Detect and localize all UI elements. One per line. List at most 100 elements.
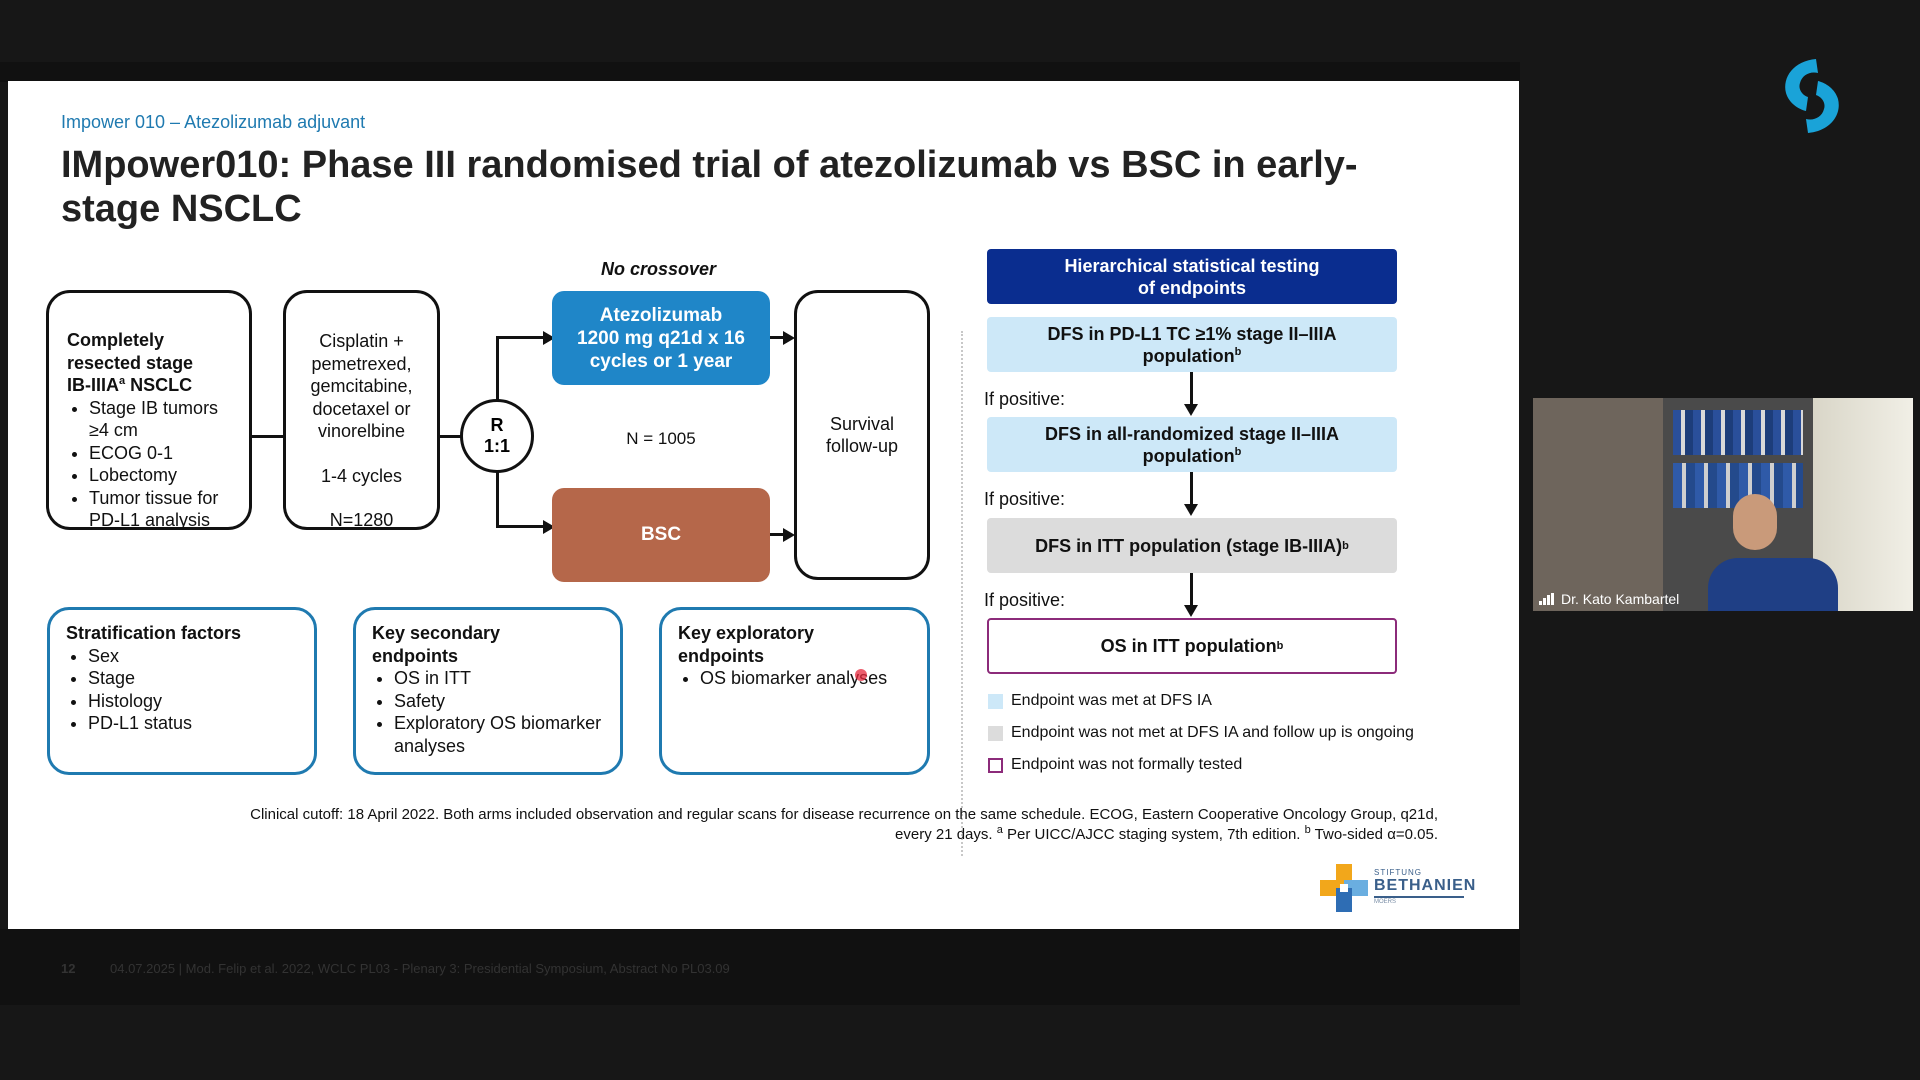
eligibility-heading: Completely resected stage IB-IIIAa NSCLC <box>67 329 239 397</box>
video-cabinet <box>1533 398 1663 611</box>
arrow-to-followup <box>783 331 795 345</box>
exploratory-endpoints-box: Key exploratory endpoints OS biomarker a… <box>659 607 930 775</box>
screen-top-band <box>0 62 1520 82</box>
step2-line2: populationb <box>1143 445 1242 467</box>
chemo-line2: pemetrexed, <box>311 353 412 374</box>
brand-underline <box>1374 896 1464 898</box>
footnote-sup-b: b <box>1304 824 1311 836</box>
branch-line-down <box>496 472 499 528</box>
legend-label-met: Endpoint was met at DFS IA <box>1011 692 1212 709</box>
secondary-endpoints-box: Key secondary endpoints OS in ITT Safety… <box>353 607 623 775</box>
exploratory-list: OS biomarker analyses <box>678 667 911 690</box>
list-item: OS in ITT <box>394 667 604 690</box>
hierarchy-line <box>1190 573 1193 606</box>
n-randomized: N = 1005 <box>626 429 696 448</box>
list-item: Lobectomy <box>89 464 239 487</box>
brand-small: STIFTUNG <box>1374 868 1422 877</box>
footnote-part-c: Two-sided α=0.05. <box>1310 826 1438 843</box>
list-item: Stage IB tumors ≥4 cm <box>89 397 239 442</box>
list-item: Tumor tissue for PD-L1 analysis <box>89 487 239 532</box>
stratification-list: Sex Stage Histology PD-L1 status <box>66 645 298 735</box>
step1-sup: b <box>1234 345 1242 358</box>
legend-swatch-met <box>988 694 1003 709</box>
bethanien-logo: STIFTUNG BETHANIEN MOERS <box>1318 862 1478 914</box>
legend-label-not-tested: Endpoint was not formally tested <box>1011 756 1243 773</box>
if-positive-label: If positive: <box>984 590 1066 610</box>
step3-text: DFS in ITT population (stage IB-IIIA) <box>1035 535 1343 556</box>
footer-citation: 04.07.2025 | Mod. Felip et al. 2022, WCL… <box>110 961 730 976</box>
stratification-heading: Stratification factors <box>66 623 242 643</box>
hierarchy-header: Hierarchical statistical testing of endp… <box>987 249 1397 304</box>
chemo-line1: Cisplatin + <box>319 331 404 351</box>
branch-line-up <box>496 336 499 400</box>
laser-pointer <box>855 669 867 681</box>
participant-name: Dr. Kato Kambartel <box>1561 591 1680 607</box>
hierarchy-arrow <box>1184 504 1198 516</box>
if-positive-label: If positive: <box>984 389 1066 409</box>
stratification-box: Stratification factors Sex Stage Histolo… <box>47 607 317 775</box>
app-logo-icon <box>1776 53 1848 144</box>
bethanien-cross-icon <box>1320 864 1368 912</box>
survival-followup-box: Survival follow-up <box>794 290 930 580</box>
list-item: OS biomarker analyses <box>700 667 911 690</box>
eligibility-nsclc: NSCLC <box>125 375 193 395</box>
branch-line-top <box>496 336 543 339</box>
secondary-heading: Key secondary endpoints <box>372 623 501 666</box>
list-item: Safety <box>394 690 604 713</box>
list-item: Sex <box>88 645 298 668</box>
screen-bottom-band <box>0 929 1520 1005</box>
footnote-sup-a: a <box>996 824 1003 836</box>
step1-population: population <box>1142 345 1235 366</box>
randomization-ratio: 1:1 <box>483 436 510 456</box>
brand-sub: MOERS <box>1374 899 1397 905</box>
footnote-part-b: Per UICC/AJCC staging system, 7th editio… <box>1002 826 1305 843</box>
page-number: 12 <box>61 961 76 976</box>
chemotherapy-box: Cisplatin + pemetrexed, gemcitabine, doc… <box>283 290 440 530</box>
participant-label: Dr. Kato Kambartel <box>1539 591 1679 607</box>
legend-swatch-not-tested <box>988 758 1003 773</box>
legend-swatch-not-met <box>988 726 1003 741</box>
hierarchy-arrow <box>1184 605 1198 617</box>
randomization-r: R <box>490 415 504 435</box>
connector-line <box>440 435 462 438</box>
hierarchy-step2: DFS in all-randomized stage II–IIIA popu… <box>987 417 1397 472</box>
slide-title: IMpower010: Phase III randomised trial o… <box>61 144 1358 230</box>
step1-line2: populationb <box>1143 345 1242 367</box>
survival-line2: follow-up <box>825 436 899 456</box>
chemo-line3: gemcitabine, <box>310 376 413 396</box>
hierarchy-header-line2: of endpoints <box>1138 277 1246 298</box>
arm-atezolizumab: Atezolizumab 1200 mg q21d x 16 cycles or… <box>552 291 770 385</box>
step2-sup: b <box>1234 445 1242 458</box>
signal-bars-icon <box>1539 593 1554 605</box>
participant-video-tile[interactable]: Dr. Kato Kambartel <box>1533 398 1913 611</box>
eligibility-stage: IB-IIIA <box>67 375 119 395</box>
list-item: ECOG 0-1 <box>89 442 239 465</box>
footnote-part-a: every 21 days. <box>895 826 997 843</box>
eligibility-list: Stage IB tumors ≥4 cm ECOG 0-1 Lobectomy… <box>67 397 239 532</box>
secondary-list: OS in ITT Safety Exploratory OS biomarke… <box>372 667 604 757</box>
connector-line <box>252 435 284 438</box>
eligibility-heading-line2: resected stage <box>67 352 194 373</box>
divider <box>961 331 963 856</box>
slide-subtitle: Impower 010 – Atezolizumab adjuvant <box>61 112 366 132</box>
hierarchy-arrow <box>1184 404 1198 416</box>
atezo-line3: cycles or 1 year <box>589 350 733 372</box>
randomization-circle: R 1:1 <box>460 399 534 473</box>
chemo-n: N=1280 <box>329 510 394 530</box>
hierarchy-step1: DFS in PD-L1 TC ≥1% stage II–IIIA popula… <box>987 317 1397 372</box>
footnote-line2: every 21 days. a Per UICC/AJCC staging s… <box>158 825 1438 845</box>
list-item: PD-L1 status <box>88 712 298 735</box>
hierarchy-header-line1: Hierarchical statistical testing <box>1064 255 1320 276</box>
chemo-line5: vinorelbine <box>317 421 406 441</box>
list-item: Exploratory OS biomarker analyses <box>394 712 604 757</box>
video-binders <box>1673 410 1803 455</box>
footnote-line1: Clinical cutoff: 18 April 2022. Both arm… <box>250 806 1438 823</box>
presentation-slide: Impower 010 – Atezolizumab adjuvant IMpo… <box>8 81 1519 976</box>
list-item: Stage <box>88 667 298 690</box>
eligibility-heading-line1: Completely <box>67 330 165 350</box>
exploratory-heading: Key exploratory endpoints <box>678 623 815 666</box>
hierarchy-line <box>1190 472 1193 505</box>
video-person-body <box>1708 558 1838 611</box>
hierarchy-line <box>1190 372 1193 405</box>
